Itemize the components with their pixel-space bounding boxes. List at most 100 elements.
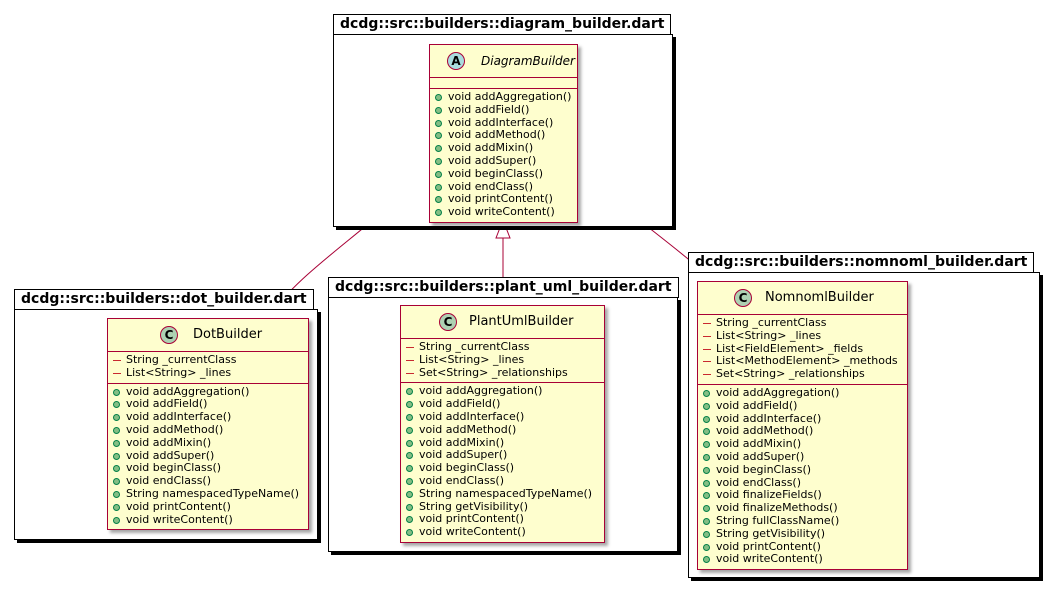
field-row: String _currentClass: [401, 340, 604, 354]
public-visibility-icon: [703, 505, 710, 513]
private-visibility-icon: [406, 347, 414, 348]
class-header: A DiagramBuilder: [430, 45, 577, 77]
public-visibility-icon: [703, 466, 710, 474]
method-signature: void addMethod(): [419, 422, 517, 436]
method-signature: void addMethod(): [716, 424, 814, 438]
package-tab-diagram-builder: dcdg::src::builders::diagram_builder.dar…: [333, 14, 672, 35]
method-row: void addInterface(): [430, 116, 577, 130]
method-row: void finalizeMethods(): [698, 501, 907, 515]
private-visibility-icon: [703, 323, 711, 324]
method-signature: void finalizeMethods(): [716, 501, 838, 515]
field-row: String _currentClass: [108, 353, 308, 367]
method-row: String namespacedTypeName(): [401, 487, 604, 501]
method-signature: void addInterface(): [716, 411, 822, 425]
method-signature: void addAggregation(): [448, 90, 572, 103]
method-signature: void printContent(): [716, 539, 821, 553]
method-signature: void addAggregation(): [126, 384, 250, 398]
method-signature: void addSuper(): [419, 448, 508, 462]
method-signature: String namespacedTypeName(): [126, 486, 300, 500]
public-visibility-icon: [113, 401, 120, 409]
public-visibility-icon: [435, 119, 442, 127]
method-signature: void addMixin(): [448, 141, 534, 155]
method-signature: void beginClass(): [716, 462, 812, 476]
public-visibility-icon: [703, 556, 710, 564]
public-visibility-icon: [113, 439, 120, 447]
field-row: String _currentClass: [698, 316, 907, 330]
public-visibility-icon: [406, 529, 413, 537]
method-row: void addSuper(): [401, 448, 604, 462]
public-visibility-icon: [406, 452, 413, 460]
method-row: void addInterface(): [108, 410, 308, 424]
private-visibility-icon: [703, 374, 711, 376]
method-signature: void printContent(): [419, 512, 524, 526]
public-visibility-icon: [113, 388, 120, 396]
fields-section: [430, 77, 577, 88]
method-signature: void addMethod(): [448, 128, 546, 142]
field-row: Set<String> _relationships: [698, 367, 907, 381]
public-visibility-icon: [435, 94, 442, 101]
method-row: void addField(): [430, 103, 577, 117]
method-row: String getVisibility(): [401, 499, 604, 514]
package-tab-nomnoml-builder: dcdg::src::builders::nomnoml_builder.dar…: [688, 252, 1035, 273]
method-signature: void beginClass(): [419, 461, 515, 475]
method-row: String namespacedTypeName(): [108, 486, 308, 501]
public-visibility-icon: [703, 428, 710, 436]
method-row: void addMixin(): [430, 141, 577, 155]
public-visibility-icon: [703, 543, 710, 551]
methods-section: void addAggregation()void addField()void…: [430, 88, 577, 222]
class-icon: C: [160, 326, 178, 344]
field-row: List<String> _lines: [698, 329, 907, 343]
class-icon: C: [439, 313, 457, 331]
public-visibility-icon: [435, 145, 442, 153]
method-row: void addSuper(): [698, 450, 907, 464]
method-row: String fullClassName(): [698, 513, 907, 528]
method-row: void printContent(): [430, 192, 577, 206]
public-visibility-icon: [113, 503, 120, 511]
public-visibility-icon: [703, 530, 710, 538]
method-signature: String fullClassName(): [716, 513, 840, 527]
method-signature: void endClass(): [419, 473, 505, 487]
field-row: List<FieldElement> _fields: [698, 342, 907, 356]
class-diagram-builder[interactable]: A DiagramBuilder void addAggregation()vo…: [429, 44, 578, 223]
private-visibility-icon: [113, 372, 121, 374]
method-signature: void endClass(): [716, 475, 802, 489]
method-signature: void writeContent(): [448, 205, 555, 219]
public-visibility-icon: [435, 132, 442, 140]
field-row: List<String> _lines: [108, 366, 308, 380]
field-declaration: List<String> _lines: [419, 352, 525, 366]
public-visibility-icon: [406, 490, 413, 498]
public-visibility-icon: [113, 426, 120, 434]
method-row: void beginClass(): [430, 167, 577, 181]
public-visibility-icon: [703, 389, 710, 397]
method-row: void addMethod(): [108, 422, 308, 437]
method-row: void endClass(): [401, 473, 604, 488]
public-visibility-icon: [113, 478, 120, 486]
method-signature: void addMethod(): [126, 422, 224, 436]
method-row: void printContent(): [401, 512, 604, 526]
method-signature: void finalizeFields(): [716, 488, 822, 502]
package-tab-plant-uml-builder: dcdg::src::builders::plant_uml_builder.d…: [328, 277, 679, 298]
method-row: void addAggregation(): [698, 385, 907, 400]
method-signature: void addMixin(): [419, 435, 505, 449]
field-declaration: List<MethodElement> _methods: [716, 354, 898, 368]
methods-section: void addAggregation()void addField()void…: [401, 382, 604, 542]
method-row: void addInterface(): [401, 410, 604, 424]
method-signature: void addSuper(): [448, 153, 537, 167]
method-signature: void addInterface(): [126, 410, 232, 424]
public-visibility-icon: [406, 388, 413, 396]
public-visibility-icon: [703, 517, 710, 525]
method-row: void beginClass(): [698, 462, 907, 477]
method-row: void addSuper(): [430, 153, 577, 168]
class-name: DotBuilder: [193, 327, 263, 342]
method-signature: void addAggregation(): [716, 385, 840, 399]
method-row: void addAggregation(): [108, 384, 308, 399]
method-signature: String getVisibility(): [419, 499, 529, 513]
public-visibility-icon: [703, 479, 710, 487]
method-signature: void addAggregation(): [419, 384, 543, 398]
methods-section: void addAggregation()void addField()void…: [698, 383, 907, 569]
